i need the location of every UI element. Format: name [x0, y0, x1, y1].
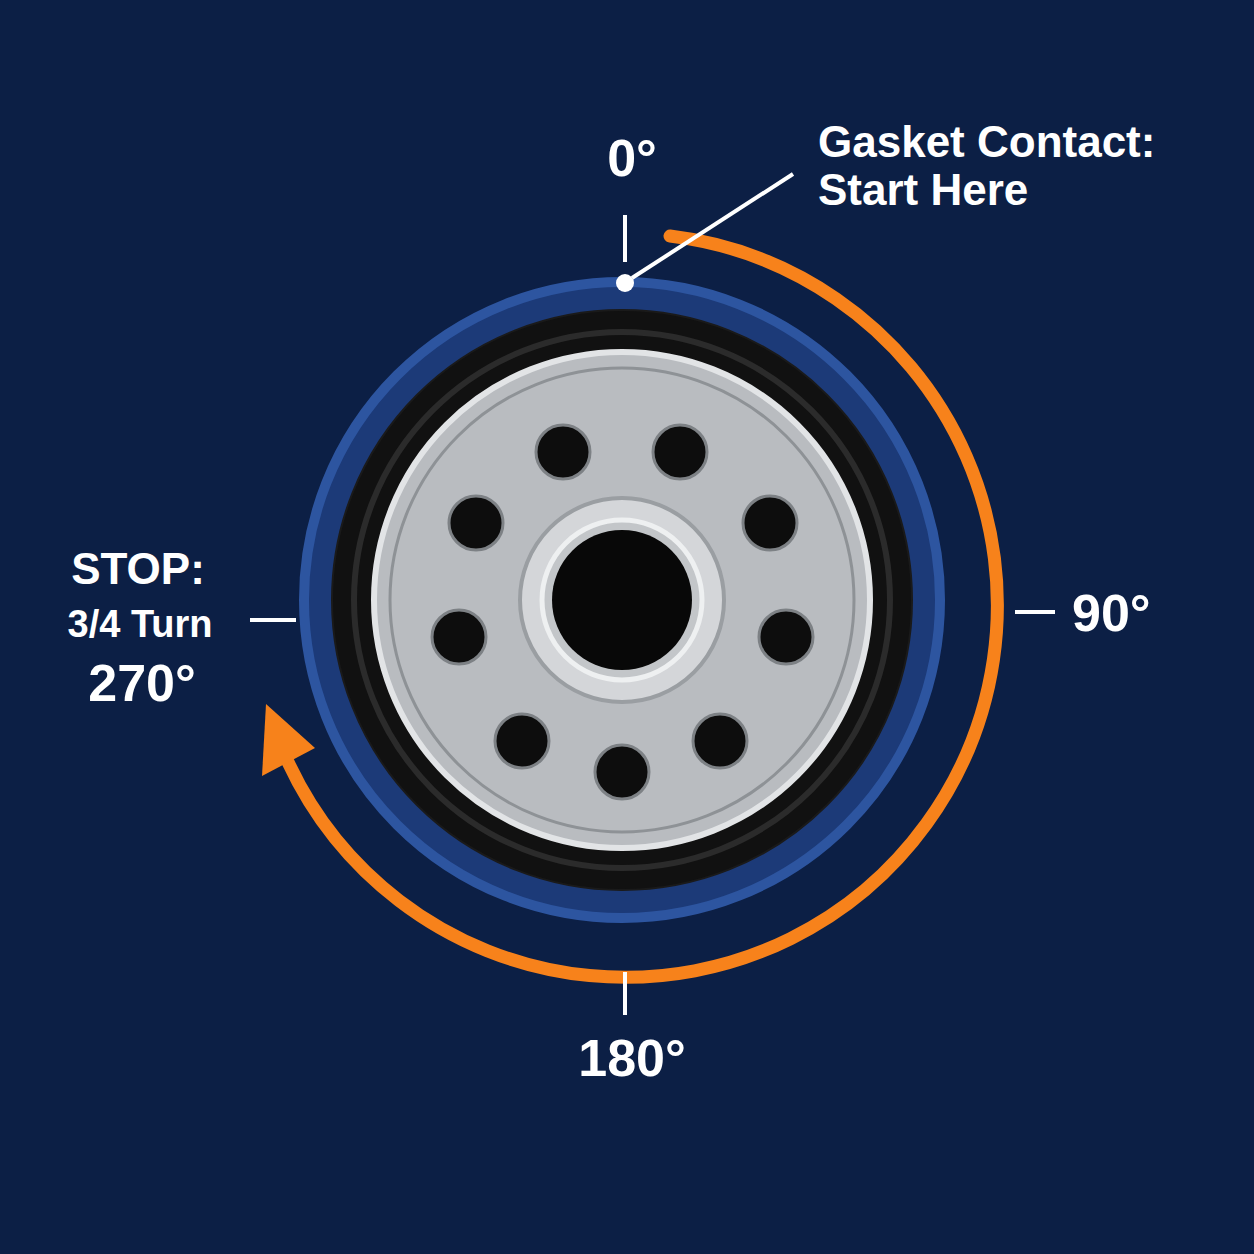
inlet-hole [743, 496, 797, 550]
angle-label: 90° [1072, 585, 1151, 642]
base-plate [374, 352, 870, 848]
tick [1015, 610, 1055, 614]
inlet-hole [495, 714, 549, 768]
inlet-hole [759, 610, 813, 664]
start-dot [616, 274, 634, 292]
inlet-hole [432, 610, 486, 664]
tick [623, 972, 627, 1015]
angle-label: 180° [578, 1030, 686, 1087]
angle-label: 0° [607, 130, 657, 187]
center-hole [552, 530, 692, 670]
gasket-ring [332, 310, 912, 890]
angle-label: STOP: [71, 545, 205, 593]
inlet-hole [653, 425, 707, 479]
callout-text: Gasket Contact: Start Here [818, 118, 1238, 215]
degree-ticks [250, 174, 1055, 1015]
thread-boss [520, 498, 724, 702]
thread-ring [542, 520, 702, 680]
plate-rim [390, 368, 854, 832]
arrow-head [262, 704, 315, 776]
rotation-arc [288, 236, 997, 977]
filter-can [304, 282, 940, 918]
leader-line [632, 174, 793, 278]
angle-label: 270° [88, 655, 196, 712]
inlet-holes [432, 425, 813, 799]
inlet-hole [536, 425, 590, 479]
inlet-hole [449, 496, 503, 550]
inlet-hole [595, 745, 649, 799]
inlet-hole [693, 714, 747, 768]
gasket-groove [354, 332, 890, 868]
tick [623, 215, 627, 262]
angle-label: 3/4 Turn [68, 604, 213, 646]
tick [250, 618, 296, 622]
